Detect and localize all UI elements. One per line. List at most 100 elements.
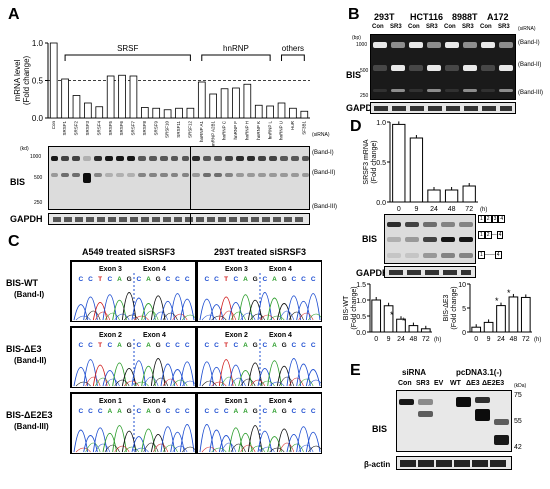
base-call: G [127, 276, 132, 283]
base-call: C [185, 342, 190, 349]
base-call: A [117, 342, 122, 349]
panel-b-lane: Con [444, 24, 456, 30]
band-I [445, 42, 459, 48]
band-tag: 1 [478, 251, 485, 259]
peak [92, 301, 108, 321]
band-tag-row3: 1——4 [478, 251, 502, 259]
x-tick-label: SRSF3 [85, 121, 90, 136]
panel-a-gapdh-label: GAPDH [10, 214, 43, 224]
peak [305, 431, 321, 453]
band-1 [423, 222, 437, 227]
base-call: C [107, 342, 112, 349]
base-call: G [156, 276, 161, 283]
panel-c-title-a549: A549 treated siSRSF3 [82, 247, 176, 257]
x-tick-label: SRSF8 [142, 121, 147, 136]
panel-b-gapdh-label: GAPDH [346, 103, 379, 113]
peak [112, 425, 127, 453]
chromatogram-row-sub: (Band-II) [14, 356, 47, 365]
srsf3-bar [392, 123, 406, 203]
base-call: T [98, 276, 102, 283]
panel-b-bis-blot [370, 34, 516, 100]
band-I [427, 42, 441, 48]
srsf3-x-tick-label: 24 [430, 206, 438, 213]
peak-minor [124, 446, 140, 453]
band-I [72, 156, 81, 161]
band-1 [459, 222, 473, 227]
band-III [481, 89, 495, 92]
peak-minor [124, 314, 140, 321]
peak-minor [259, 380, 275, 387]
peak-minor [104, 312, 120, 321]
bis-wt-x-tick-label: 9 [387, 336, 391, 343]
panel-b-lane: SR3 [426, 24, 438, 30]
bis-de3-y-axis-label: BIS-ΔE3 [443, 294, 450, 321]
exon-right-label: Exon 4 [269, 398, 292, 405]
panel-e-lane: ΔE2E3 [482, 380, 505, 387]
panel-b-lane: SR3 [462, 24, 474, 30]
peak [228, 301, 244, 321]
x-tick-label: hnRNP K [256, 121, 261, 140]
peak-minor [114, 313, 130, 321]
bis-band [456, 397, 471, 407]
bis-de3-star: * [507, 288, 511, 298]
bar [277, 102, 286, 119]
base-call: C [78, 408, 83, 415]
peak-minor [211, 381, 227, 387]
bis-de3-y-tick-label: 10 [458, 282, 466, 289]
base-call: A [272, 276, 277, 283]
peak [296, 363, 311, 387]
panel-e-actin-blot [396, 456, 512, 470]
peak-minor [288, 377, 304, 387]
bar [186, 107, 195, 119]
peak [150, 295, 166, 321]
x-tick-label: SRSF12 [188, 121, 193, 139]
y-axis-label: mRNA level [13, 59, 22, 101]
peak-minor [75, 315, 91, 321]
peak [267, 297, 282, 321]
base-call: G [253, 408, 258, 415]
x-tick-label: Con [51, 121, 56, 130]
peak [150, 358, 166, 387]
base-call: C [136, 276, 141, 283]
band-2 [405, 237, 419, 242]
base-call: C [214, 408, 219, 415]
band-II [170, 173, 179, 177]
band-II [445, 65, 459, 71]
panel-b-bp-250: 250 [360, 93, 369, 99]
srsf3-y-tick-label: 0.0 [376, 200, 386, 207]
base-call: C [175, 276, 180, 283]
bis-de3-y-tick-label: 5 [462, 306, 466, 313]
band-I [159, 156, 168, 161]
peak [92, 364, 108, 387]
panel-b-lane: SR3 [498, 24, 510, 30]
band-II [247, 173, 255, 177]
peak [286, 295, 302, 321]
peak-minor [143, 310, 159, 321]
peak [276, 303, 292, 321]
band-I [373, 42, 387, 48]
base-call: C [214, 276, 219, 283]
peak [73, 429, 89, 453]
peak-minor [308, 379, 321, 387]
panel-a-band-2: (Band-II) [312, 170, 336, 176]
bis-wt-star: * [390, 310, 394, 320]
bar [300, 110, 309, 119]
peak [131, 297, 147, 321]
exon-right-label: Exon 4 [269, 332, 292, 339]
x-tick-label: SRSF4 [96, 121, 101, 136]
band-II [159, 173, 168, 177]
peak-minor [269, 447, 285, 453]
panel-a-kd-1000: 1000 [30, 154, 42, 160]
bis-band [418, 399, 433, 405]
x-tick-label: hnRNP C [222, 120, 227, 140]
x-tick-label: hnRNP F [233, 121, 238, 140]
exon-right-label: Exon 4 [143, 398, 166, 405]
base-call: A [243, 342, 248, 349]
panel-e-actin-label: β-actin [364, 460, 391, 469]
y-tick-label: 1.0 [32, 39, 44, 48]
band-I [170, 156, 179, 161]
peak-minor [162, 378, 178, 387]
base-call: C [291, 276, 296, 283]
peak-minor [143, 376, 159, 387]
panel-b-lane: Con [408, 24, 420, 30]
